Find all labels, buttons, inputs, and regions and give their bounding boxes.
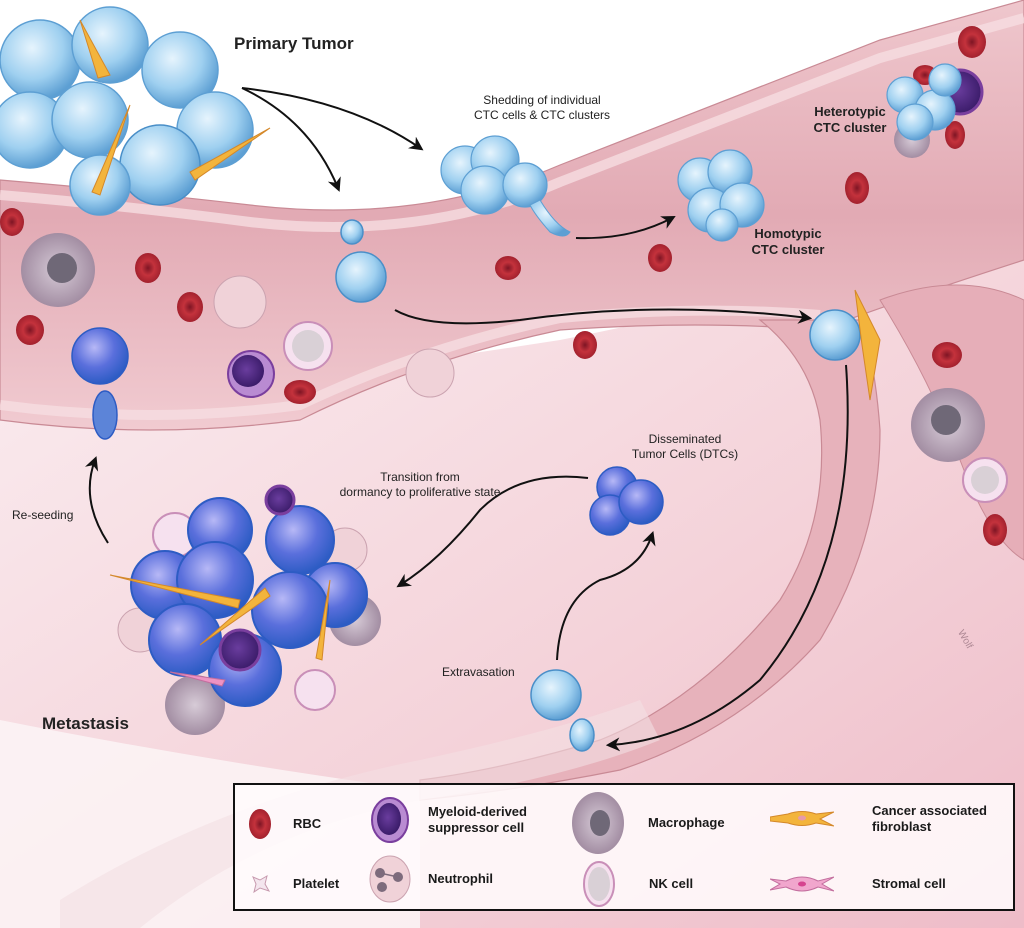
label-metastasis: Metastasis xyxy=(42,714,129,733)
arrow-to-extravasation xyxy=(605,364,849,752)
extravasating-cell xyxy=(530,669,595,752)
arrow-to-dtc xyxy=(556,531,656,661)
nk-cell-icon xyxy=(583,861,615,907)
label-homotypic-line2: CTC cluster xyxy=(751,242,825,257)
legend-item-platelet: Platelet xyxy=(249,873,339,895)
process-arrows xyxy=(85,87,849,752)
homotypic-ctc-cluster xyxy=(677,149,765,242)
mdsc-icon xyxy=(371,797,409,843)
arrow-to-shedding xyxy=(241,87,424,151)
legend-item-caf: Cancer associated fibroblast xyxy=(770,803,987,835)
label-reseeding: Re-seeding xyxy=(12,508,74,522)
legend-box: RBC Myeloid-derived suppressor cell Macr… xyxy=(233,783,1015,911)
heterotypic-ctc-cluster xyxy=(886,63,984,158)
vessel-cells xyxy=(0,26,1008,546)
legend-label-mdsc-line2: suppressor cell xyxy=(428,820,525,835)
arrow-to-homotypic xyxy=(575,216,676,240)
arrow-reseeding xyxy=(85,456,109,544)
label-heterotypic: Heterotypic CTC cluster xyxy=(810,104,890,136)
legend-item-macrophage: Macrophage xyxy=(570,790,725,856)
legend-item-nk: NK cell xyxy=(583,861,693,907)
legend-label-macrophage: Macrophage xyxy=(648,815,725,830)
legend-label-mdsc-line1: Myeloid-derived xyxy=(428,804,527,819)
label-heterotypic-line2: CTC cluster xyxy=(813,120,887,135)
arrow-to-circulating xyxy=(394,308,813,325)
legend-item-rbc: RBC xyxy=(245,807,321,841)
stromal-cell-icon xyxy=(770,876,834,892)
label-transition: Transition from dormancy to proliferativ… xyxy=(330,470,510,500)
label-dtc: Disseminated Tumor Cells (DTCs) xyxy=(625,432,745,462)
legend-label-caf-line1: Cancer associated xyxy=(872,803,987,818)
shedding-ctc-cluster xyxy=(440,135,571,237)
label-transition-line2: dormancy to proliferative state xyxy=(339,485,501,499)
legend-label-mdsc: Myeloid-derived suppressor cell xyxy=(428,804,527,836)
metastasis-tumor xyxy=(109,484,381,735)
label-extravasation: Extravasation xyxy=(442,665,515,679)
label-heterotypic-line1: Heterotypic xyxy=(814,104,886,119)
label-dtc-line2: Tumor Cells (DTCs) xyxy=(631,447,739,461)
label-shedding: Shedding of individual CTC cells & CTC c… xyxy=(462,93,622,123)
legend-label-stromal: Stromal cell xyxy=(872,876,946,891)
label-transition-line1: Transition from xyxy=(380,470,460,484)
legend-label-neutrophil: Neutrophil xyxy=(428,871,493,886)
primary-tumor xyxy=(0,6,271,216)
arrow-to-metastasis xyxy=(396,475,589,588)
legend-item-mdsc: Myeloid-derived suppressor cell xyxy=(370,795,527,845)
legend-label-nk: NK cell xyxy=(649,876,694,891)
arrow-to-intravasation xyxy=(241,87,341,192)
label-shedding-line1: Shedding of individual xyxy=(483,93,601,107)
legend-label-rbc: RBC xyxy=(293,816,322,831)
legend-label-caf-line2: fibroblast xyxy=(872,819,932,834)
label-homotypic-line1: Homotypic xyxy=(754,226,822,241)
legend-label-caf: Cancer associated fibroblast xyxy=(872,803,987,835)
vessel-wall-top xyxy=(0,13,1024,232)
platelet-icon xyxy=(252,874,271,894)
legend-item-neutrophil: Neutrophil xyxy=(368,855,493,903)
rbc-icon xyxy=(249,809,271,839)
label-primary-tumor: Primary Tumor xyxy=(234,34,354,53)
fibroblast-icon xyxy=(770,811,834,827)
macrophage-icon xyxy=(572,792,624,854)
neutrophil-icon xyxy=(369,855,411,903)
legend-label-platelet: Platelet xyxy=(293,876,340,891)
label-dtc-line1: Disseminated xyxy=(648,432,722,446)
label-shedding-line2: CTC cells & CTC clusters xyxy=(473,108,610,122)
label-homotypic: Homotypic CTC cluster xyxy=(748,226,828,258)
dtc-cluster xyxy=(589,466,664,536)
legend-item-stromal: Stromal cell xyxy=(770,873,946,895)
